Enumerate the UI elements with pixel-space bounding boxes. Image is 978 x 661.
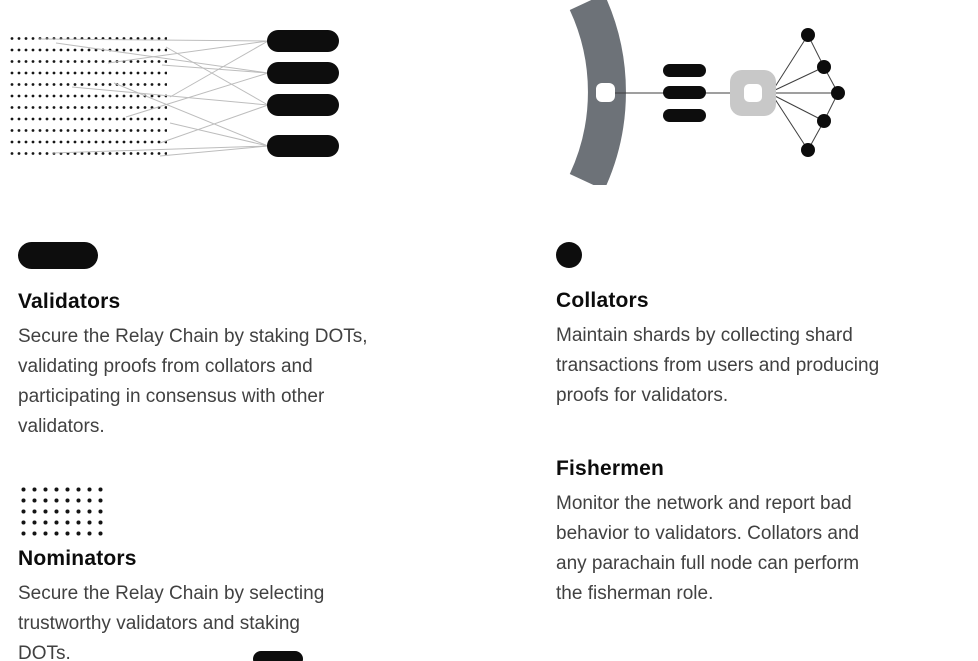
relay-node-icon bbox=[596, 83, 615, 102]
connector-lines bbox=[614, 34, 839, 151]
section-validators: Validators Secure the Relay Chain by sta… bbox=[18, 242, 404, 442]
collators-title: Collators bbox=[556, 289, 649, 312]
parachain-node-dots bbox=[801, 28, 845, 157]
fishermen-title: Fishermen bbox=[556, 457, 664, 480]
validator-pill-nodes bbox=[267, 30, 339, 157]
partial-pill-icon bbox=[253, 651, 303, 661]
collator-dot-icon bbox=[556, 242, 582, 268]
nominator-dots-icon bbox=[18, 484, 106, 539]
connection-lines bbox=[37, 38, 269, 157]
fishermen-description: Monitor the network and report bad behav… bbox=[556, 493, 860, 604]
collator-hub-icon bbox=[730, 70, 776, 116]
validator-pill-stack bbox=[663, 64, 706, 122]
collators-description: Maintain shards by collecting shard tran… bbox=[556, 325, 880, 406]
section-nominators: Nominators Secure the Relay Chain by sel… bbox=[18, 484, 344, 661]
collator-network-diagram bbox=[569, 0, 845, 185]
nominators-description: Secure the Relay Chain by selecting trus… bbox=[18, 583, 325, 661]
validator-network-diagram bbox=[10, 30, 339, 159]
validators-title: Validators bbox=[18, 290, 121, 313]
nominator-dot-field bbox=[10, 31, 167, 159]
section-collators: Collators Maintain shards by collecting … bbox=[556, 242, 920, 411]
validator-pill-icon bbox=[18, 242, 98, 269]
validators-description: Secure the Relay Chain by staking DOTs, … bbox=[18, 326, 368, 437]
section-fishermen: Fishermen Monitor the network and report… bbox=[556, 457, 880, 609]
nominators-title: Nominators bbox=[18, 547, 137, 570]
